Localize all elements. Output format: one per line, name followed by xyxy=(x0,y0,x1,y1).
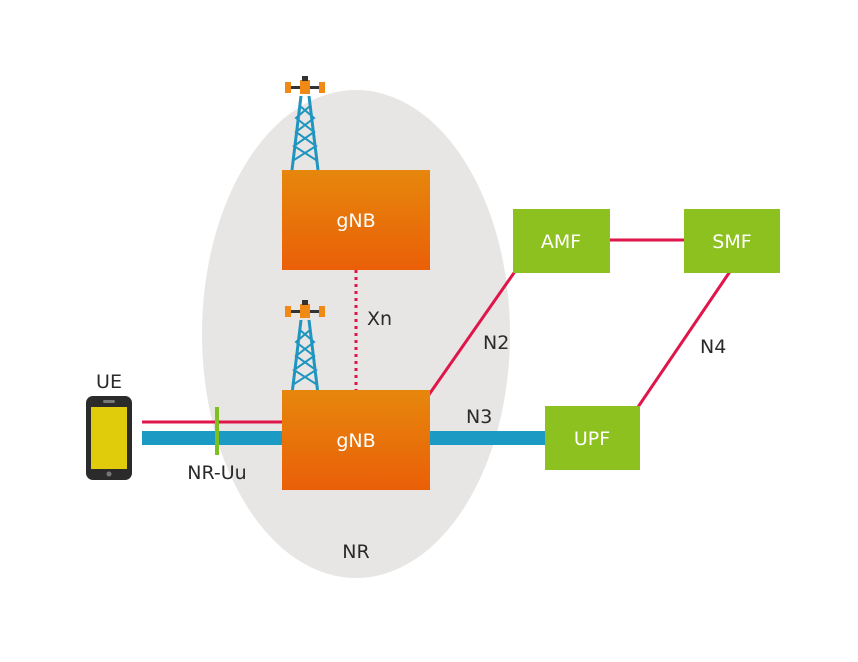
ue-phone-icon xyxy=(86,396,132,480)
upf-box xyxy=(545,406,640,470)
xn-label: Xn xyxy=(367,308,392,330)
amf-label: AMF xyxy=(541,231,581,253)
amf-box xyxy=(513,209,610,273)
gnb-top-box xyxy=(282,170,430,270)
upf-label: UPF xyxy=(574,428,610,450)
n4-link xyxy=(636,269,733,408)
n3-label: N3 xyxy=(466,406,492,428)
n2-label: N2 xyxy=(483,332,509,354)
ue-label: UE xyxy=(96,371,122,393)
nr-uu-label: NR-Uu xyxy=(187,462,246,484)
gnb-top-label: gNB xyxy=(336,210,375,232)
n3-link xyxy=(428,431,548,445)
user-plane-link-ue xyxy=(142,431,282,445)
nr-region-label: NR xyxy=(342,541,369,563)
gnb-bottom-label: gNB xyxy=(336,430,375,452)
smf-box xyxy=(684,209,780,273)
gnb-bottom-box xyxy=(282,390,430,490)
smf-label: SMF xyxy=(712,231,751,253)
n4-label: N4 xyxy=(700,336,726,358)
n2-link xyxy=(426,269,518,397)
